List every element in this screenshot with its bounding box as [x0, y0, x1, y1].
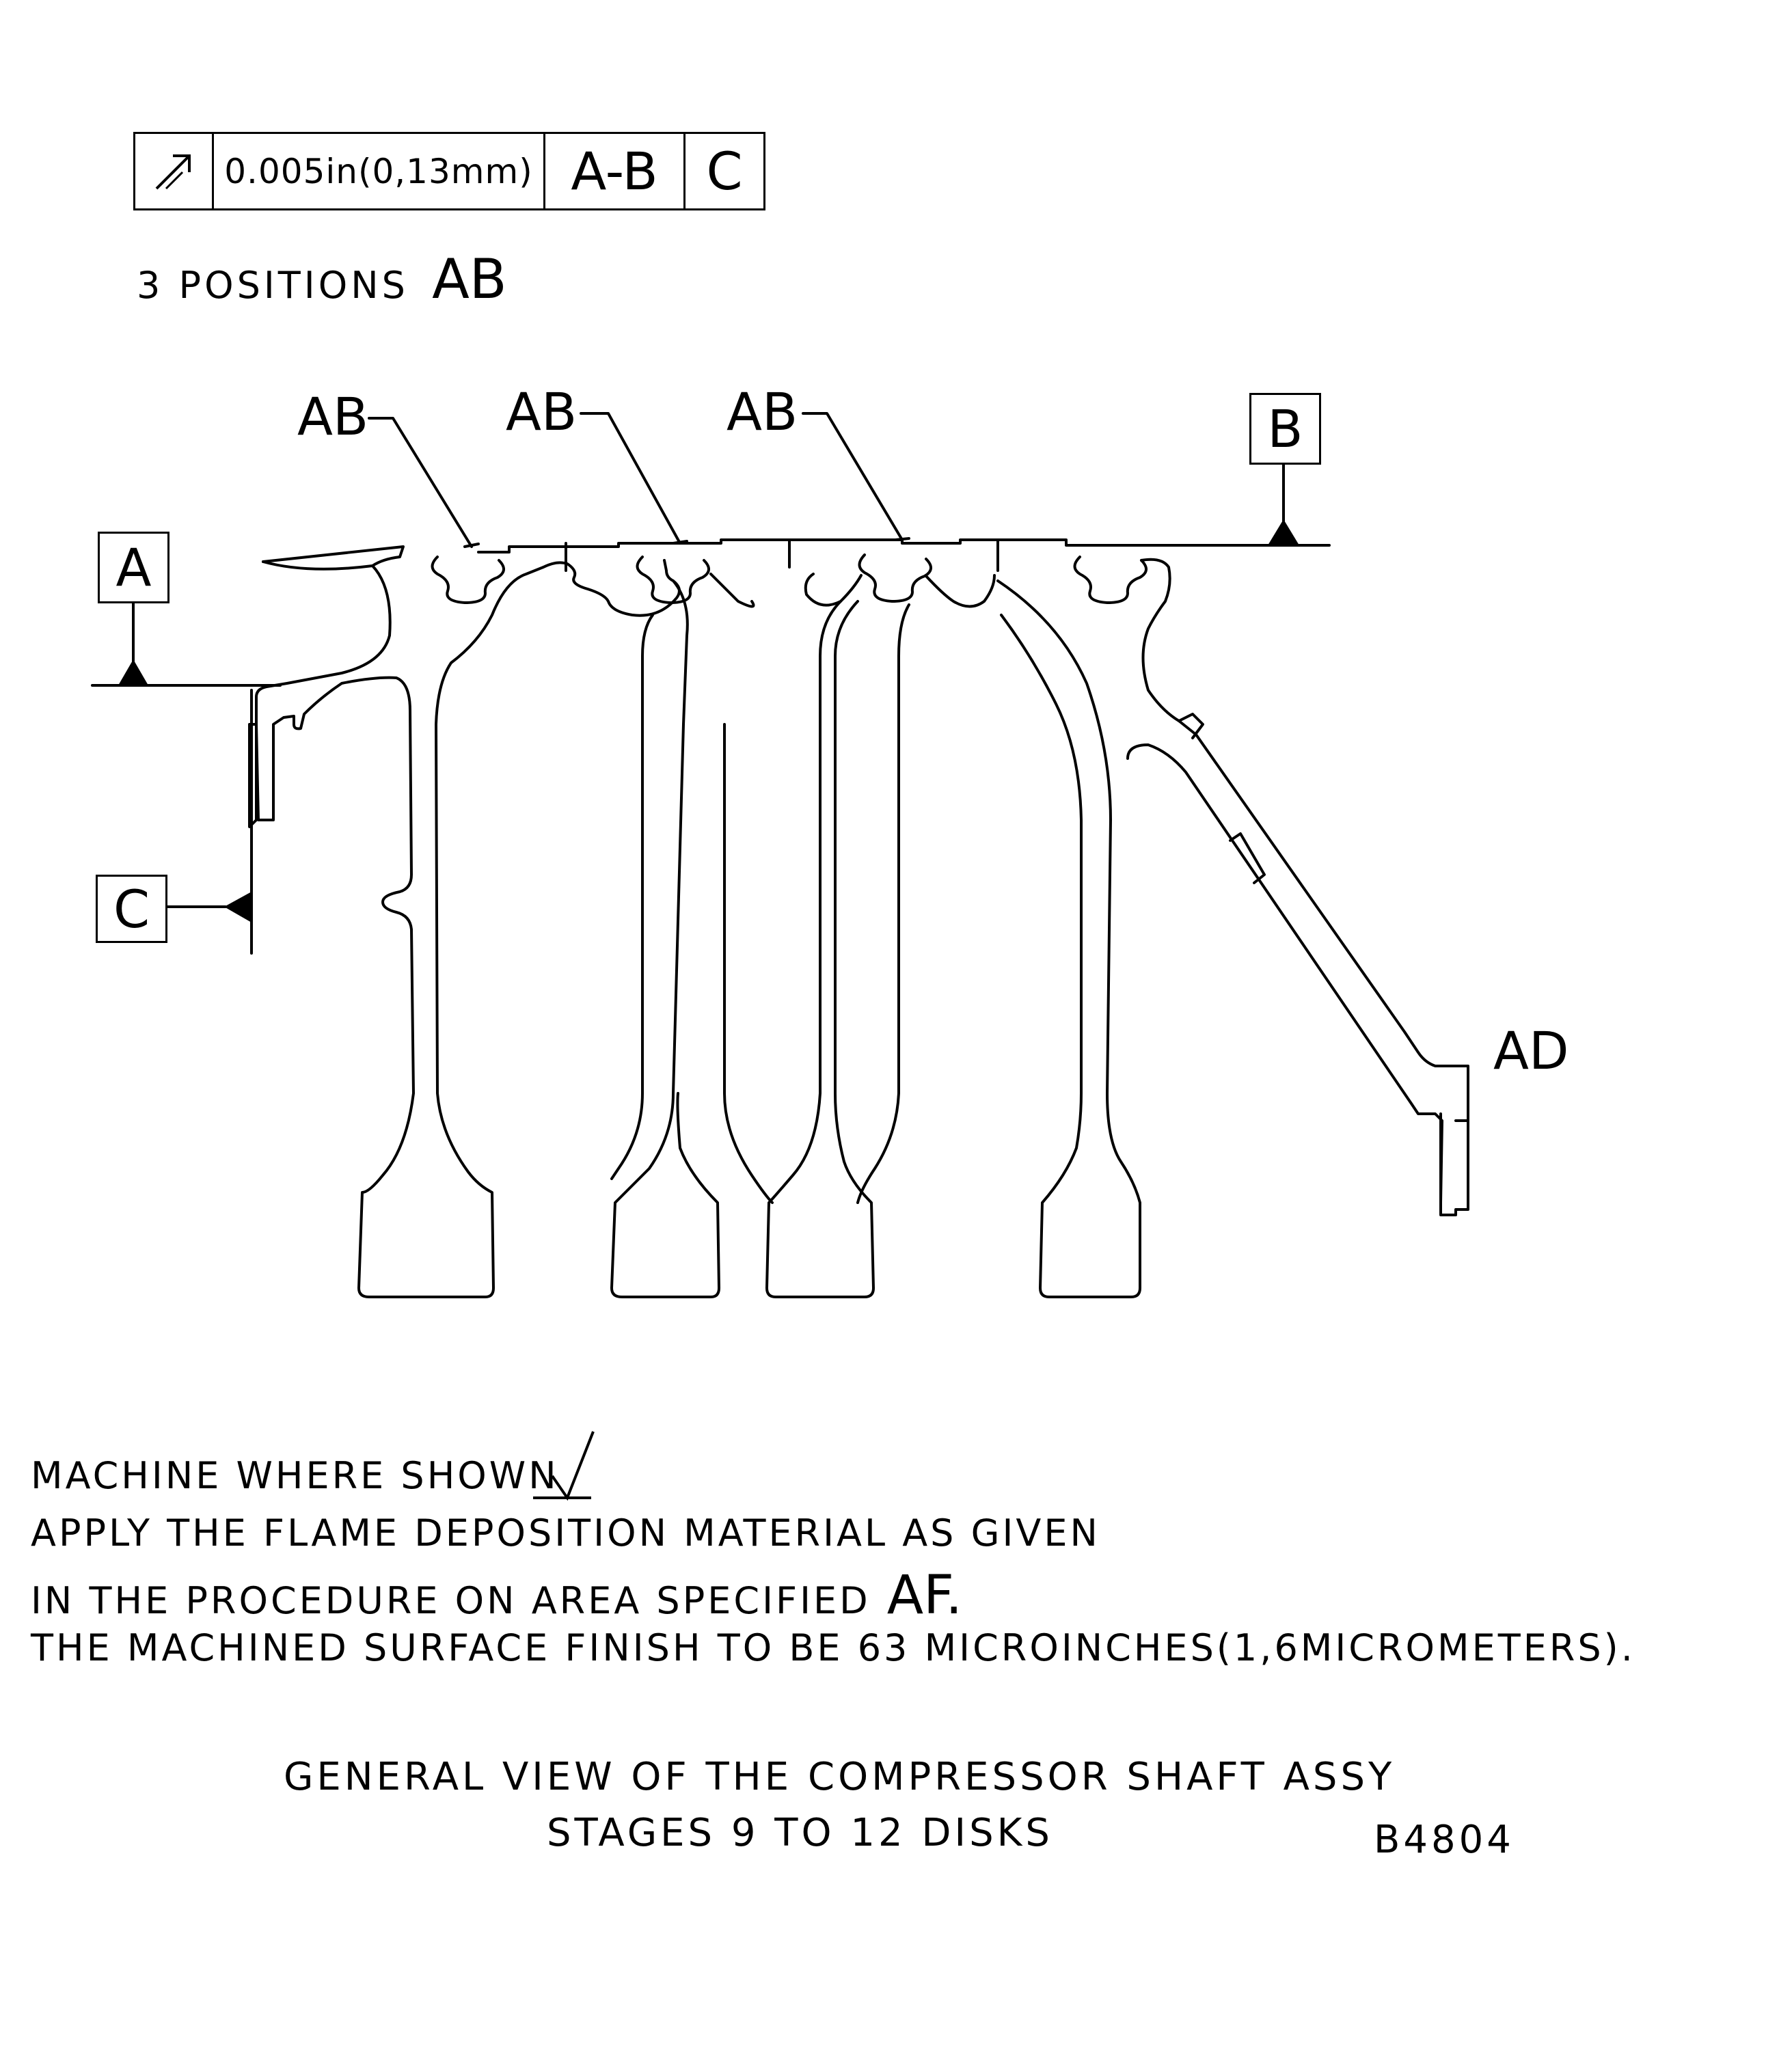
dovetail-slot-3 [858, 553, 932, 603]
caption-line1: GENERAL VIEW OF THE COMPRESSOR SHAFT ASS… [284, 1755, 1396, 1799]
front-arm-outline [255, 545, 545, 1298]
stage-12-disk [925, 574, 996, 608]
rotor-top-surface [477, 538, 1136, 553]
rear-cone-pad [1229, 832, 1266, 884]
note-apply-line2: IN THE PROCEDURE ON AREA SPECIFIED AF. [31, 1565, 962, 1626]
datum-c-triangle [224, 892, 252, 922]
front-arm-taper [262, 560, 374, 571]
stage-11-web [765, 600, 875, 1298]
ab-3-leader [802, 412, 904, 541]
datum-reference-primary: A-B [545, 134, 685, 208]
stage-11-disk [709, 573, 863, 608]
datum-a-triangle [118, 659, 148, 685]
positions-area: AB [432, 247, 507, 311]
datum-a-box: A [98, 532, 169, 603]
note-machine: MACHINE WHERE SHOWN [31, 1454, 559, 1497]
rear-cone-inner [1178, 713, 1204, 739]
dovetail-slot-2 [636, 556, 710, 604]
ab-1-leader [368, 417, 473, 548]
stage-9-disk [542, 559, 681, 617]
positions-text: 3 POSITIONS [137, 264, 409, 307]
note-apply-line2-text: IN THE PROCEDURE ON AREA SPECIFIED [31, 1579, 871, 1622]
datum-c-box: C [96, 875, 167, 943]
figure-id: B4804 [1374, 1818, 1515, 1862]
stage-10-disk [610, 579, 720, 1298]
ab-1-marker [463, 543, 480, 548]
note-finish: THE MACHINED SURFACE FINISH TO BE 63 MIC… [31, 1626, 1635, 1669]
ab-2-leader [580, 412, 681, 545]
circular-runout-arrow-icon [135, 134, 214, 208]
dovetail-slot-4 [1073, 556, 1148, 604]
dovetail-slot-1 [431, 556, 505, 604]
feature-control-frame: 0.005in(0,13mm) A-B C [133, 132, 765, 210]
stage-10-web-left [610, 614, 654, 1180]
rear-cone-outline [1126, 558, 1469, 1216]
note-apply-area: AF. [886, 1565, 963, 1626]
rear-flange-step [1439, 1112, 1469, 1204]
stage-10-web-right [723, 723, 774, 1204]
ab-2-marker [672, 540, 688, 545]
machining-surface-symbol-icon [533, 1431, 595, 1501]
datum-reference-secondary: C [706, 141, 743, 202]
caption-line2: STAGES 9 TO 12 DISKS [547, 1811, 1053, 1855]
tolerance-value: 0.005in(0,13mm) [214, 134, 545, 208]
callout-ab-1: AB [297, 386, 369, 447]
datum-b-box: B [1249, 393, 1321, 465]
callout-ab-2: AB [506, 381, 578, 442]
note-apply-line1: APPLY THE FLAME DEPOSITION MATERIAL AS G… [31, 1512, 1100, 1555]
callout-ab-3: AB [727, 381, 798, 442]
positions-note: 3 POSITIONS AB [137, 247, 507, 311]
datum-b-triangle [1268, 519, 1299, 545]
stage-12-web [996, 579, 1141, 1298]
callout-ad: AD [1493, 1020, 1569, 1081]
ab-3-marker [894, 537, 910, 541]
front-lip [248, 723, 258, 828]
stage-12-web-left [856, 603, 910, 1204]
